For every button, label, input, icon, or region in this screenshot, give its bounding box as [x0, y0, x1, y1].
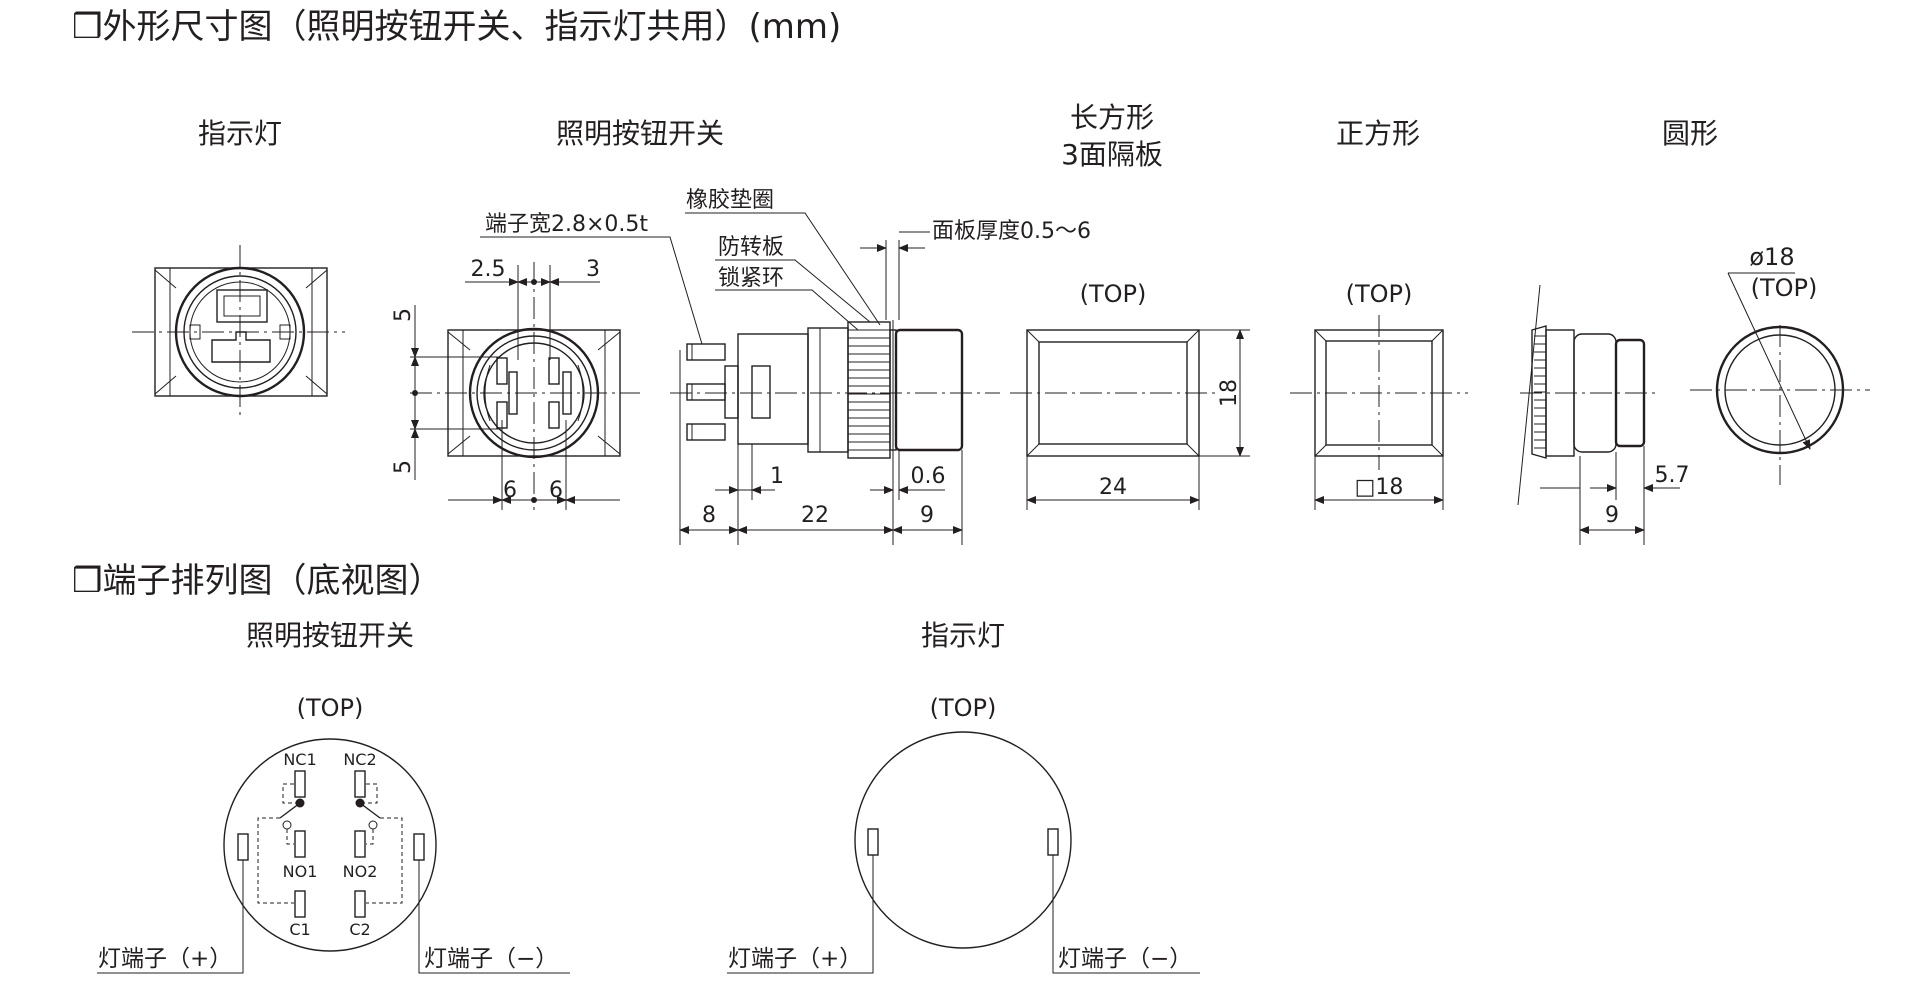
switch-front-view: [410, 262, 640, 510]
rect-view-title-line2: 3面隔板: [1061, 138, 1163, 171]
switch-view-title: 照明按钮开关: [556, 117, 724, 150]
terminal-section-title: ❒端子排列图（底视图）: [72, 561, 442, 601]
terminal-c1: C1: [289, 920, 310, 939]
terminal-c2: C2: [349, 920, 370, 939]
callout-terminal-width: 端子宽2.8×0.5t: [485, 212, 648, 237]
round-cap-view: [1690, 272, 1870, 485]
indicator-front-view: [132, 245, 345, 415]
dim-9-side: 9: [920, 503, 934, 528]
outline-section-title: ❒外形尺寸图（照明按钮开关、指示灯共用）(mm): [72, 7, 841, 47]
terminal-nc2: NC2: [343, 750, 376, 769]
rect-dim-18: 18: [1217, 379, 1242, 407]
rect-cap-view: [1010, 329, 1250, 510]
terminal-indicator-title: 指示灯: [921, 619, 1005, 652]
dim-2-5: 2.5: [471, 257, 506, 282]
round-dim-9: 9: [1605, 503, 1619, 528]
dim-3: 3: [586, 257, 600, 282]
dim-0-6: 0.6: [911, 464, 946, 489]
terminal-indicator-top-label: (TOP): [930, 694, 997, 722]
dim-1: 1: [770, 464, 784, 489]
lamp-terminal-minus-switch: 灯端子（−）: [424, 946, 558, 972]
terminal-switch-diagram: [97, 738, 570, 974]
dim-5-top: 5: [391, 308, 416, 322]
switch-side-view: [480, 212, 1000, 545]
dim-6-left: 6: [503, 478, 517, 503]
lamp-terminal-plus-switch: 灯端子（+）: [98, 946, 232, 972]
square-dim-18: □18: [1355, 475, 1404, 500]
dim-8: 8: [702, 503, 716, 528]
rect-dim-24: 24: [1099, 475, 1127, 500]
round-dim-5-7: 5.7: [1655, 463, 1690, 488]
terminal-nc1: NC1: [283, 750, 316, 769]
indicator-view-title: 指示灯: [198, 117, 282, 150]
terminal-switch-top-label: (TOP): [297, 694, 364, 722]
terminal-switch-title: 照明按钮开关: [246, 619, 414, 652]
round-side-view: [1517, 284, 1680, 545]
callout-lock-ring: 锁紧环: [718, 266, 784, 291]
dim-22: 22: [801, 503, 829, 528]
callout-rubber-gasket: 橡胶垫圈: [686, 188, 774, 213]
dim-5-bottom: 5: [391, 460, 416, 474]
lamp-terminal-plus-indicator: 灯端子（+）: [728, 946, 862, 972]
terminal-no2: NO2: [343, 862, 378, 881]
terminal-no1: NO1: [283, 862, 318, 881]
lamp-terminal-minus-indicator: 灯端子（−）: [1058, 946, 1192, 972]
square-top-label: (TOP): [1346, 280, 1413, 308]
square-cap-view: [1290, 315, 1468, 510]
round-view-title: 圆形: [1662, 117, 1718, 150]
terminal-indicator-diagram: [727, 731, 1200, 974]
dim-6-right: 6: [549, 478, 563, 503]
callout-anti-rotation: 防转板: [718, 235, 784, 260]
round-top-label: (TOP): [1751, 274, 1818, 302]
square-view-title: 正方形: [1336, 117, 1420, 150]
rect-view-title-line1: 长方形: [1070, 101, 1154, 134]
callout-panel-thickness: 面板厚度0.5～6: [932, 219, 1091, 244]
round-dim-dia-18: ø18: [1749, 243, 1794, 271]
rect-top-label: (TOP): [1080, 280, 1147, 308]
